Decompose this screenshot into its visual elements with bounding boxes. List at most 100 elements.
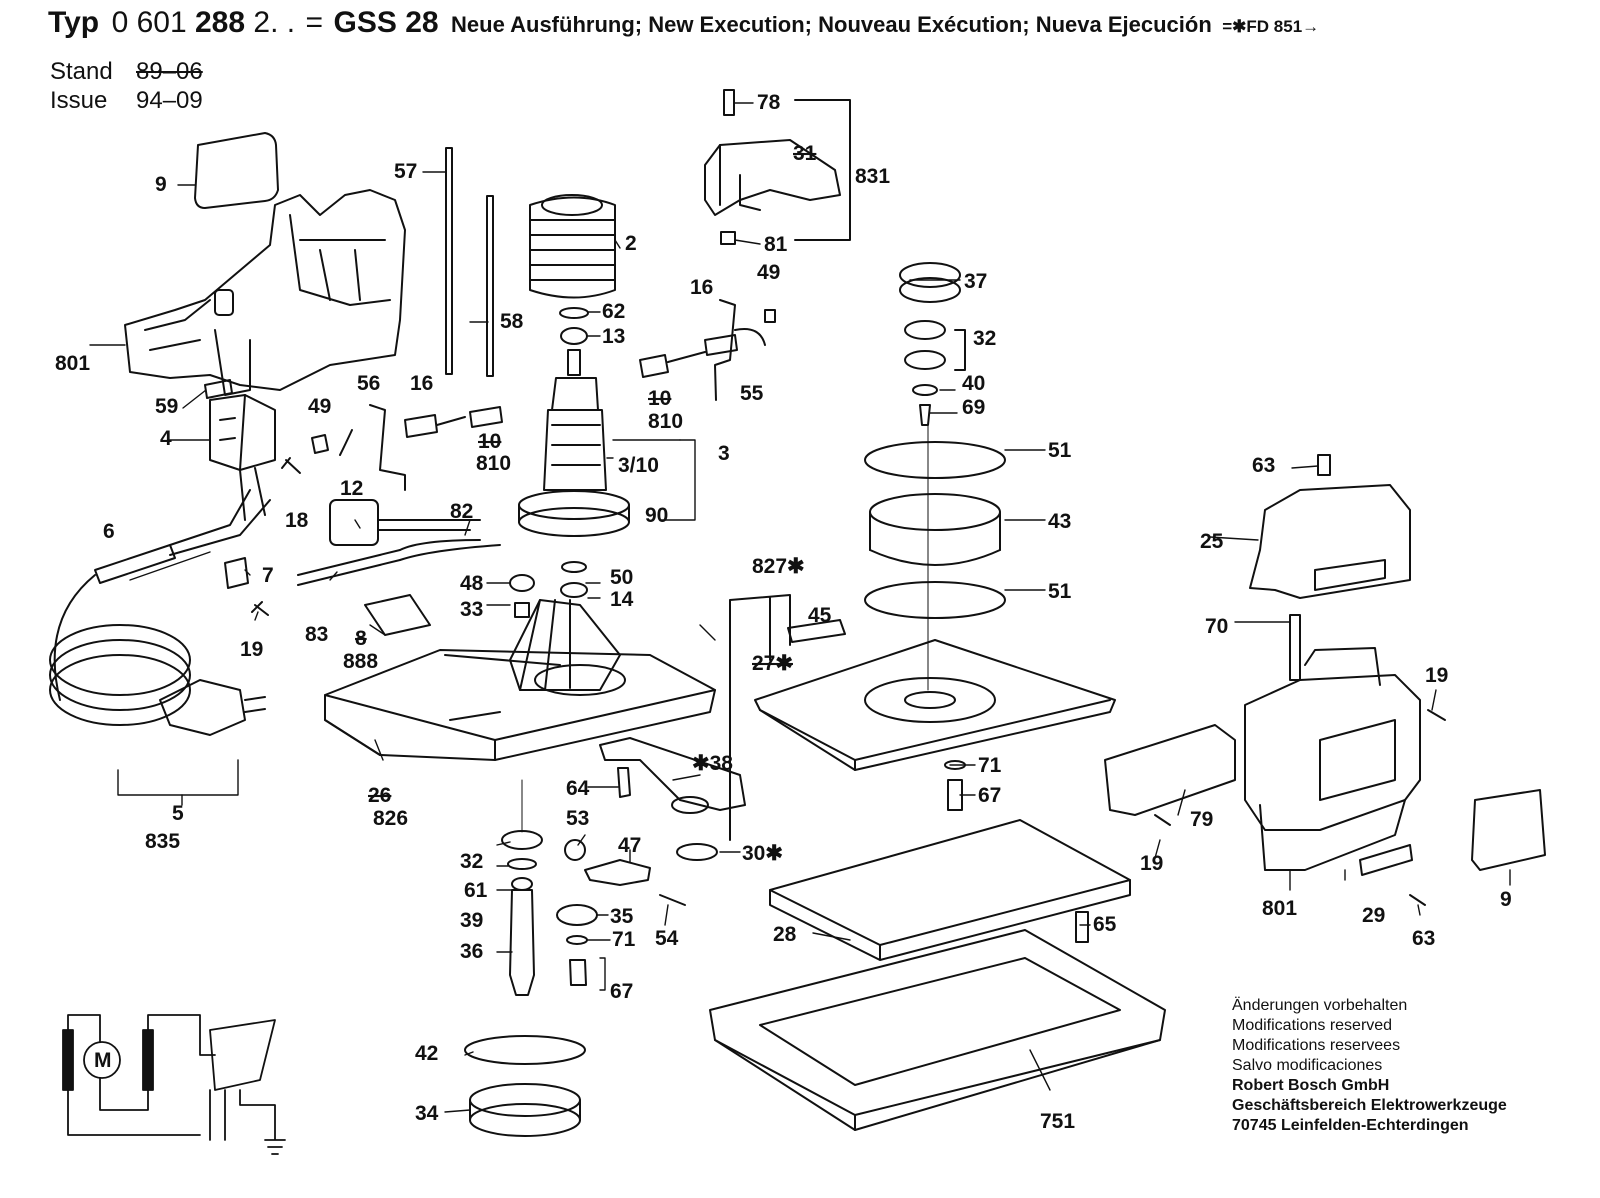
part-label-826: 826 bbox=[373, 807, 408, 830]
part-label-79: 79 bbox=[1190, 808, 1213, 831]
eccentric-hub bbox=[671, 796, 709, 814]
part-label-47: 47 bbox=[618, 834, 641, 857]
type-number-suffix: 2. . bbox=[245, 6, 296, 39]
clip-49-right bbox=[764, 309, 776, 323]
rod-57 bbox=[445, 147, 453, 375]
cover-79 bbox=[1104, 724, 1236, 816]
bearing-37 bbox=[899, 262, 961, 303]
part-label-10-upper: 10 bbox=[648, 387, 671, 410]
band-51-lower bbox=[864, 581, 1006, 619]
bush-33 bbox=[514, 602, 530, 618]
sanding-pad bbox=[769, 819, 1131, 961]
model-name: GSS 28 bbox=[333, 6, 439, 39]
issue-label: Issue bbox=[50, 87, 108, 114]
part-label-55: 55 bbox=[740, 382, 764, 405]
part-label-71-right: 71 bbox=[978, 754, 1002, 777]
note-line-de: Änderungen vorbehalten bbox=[1232, 997, 1408, 1014]
part-label-32-upper: 32 bbox=[973, 327, 996, 350]
part-label-49-right: 49 bbox=[757, 261, 780, 284]
part-label-49-left: 49 bbox=[308, 395, 331, 418]
screw-69 bbox=[919, 404, 931, 426]
part-label-16-left: 16 bbox=[410, 372, 433, 395]
page-header: Typ 0 601 288 2. . = GSS 28 Neue Ausführ… bbox=[48, 6, 1319, 40]
part-label-6: 6 bbox=[103, 520, 115, 543]
part-label-58: 58 bbox=[500, 310, 524, 333]
ring-39 bbox=[511, 877, 533, 891]
part-label-48: 48 bbox=[460, 572, 484, 595]
part-label-67-right: 67 bbox=[978, 784, 1001, 807]
issue-value: 94–09 bbox=[136, 87, 203, 114]
bearing-32-lower bbox=[501, 830, 543, 850]
part-label-63-top: 63 bbox=[1252, 454, 1275, 477]
shaft-36 bbox=[509, 889, 535, 996]
part-label-5: 5 bbox=[172, 802, 184, 825]
part-label-3: 3 bbox=[718, 442, 730, 465]
part-label-56: 56 bbox=[357, 372, 380, 395]
dust-ring-43 bbox=[869, 493, 1001, 566]
bearing-32-upper-a bbox=[904, 320, 946, 340]
washer-71-lower bbox=[566, 935, 588, 945]
belt-42 bbox=[464, 1035, 586, 1065]
capacitor bbox=[297, 499, 501, 586]
leader-lines bbox=[89, 102, 1511, 1113]
part-label-888: 888 bbox=[343, 650, 378, 673]
part-62-washer bbox=[559, 307, 589, 319]
lever-47 bbox=[584, 859, 651, 886]
part-label-64: 64 bbox=[566, 777, 590, 800]
part-label-51-upper: 51 bbox=[1048, 439, 1072, 462]
part-label-14: 14 bbox=[610, 588, 634, 611]
part-label-9-top: 9 bbox=[155, 173, 167, 196]
part-label-19-right-bottom: 19 bbox=[1140, 852, 1163, 875]
part-label-33: 33 bbox=[460, 598, 483, 621]
part-label-18: 18 bbox=[285, 509, 309, 532]
washer-40 bbox=[912, 384, 938, 396]
pulley-53 bbox=[564, 839, 586, 861]
part-label-835: 835 bbox=[145, 830, 180, 853]
equals-sign: = bbox=[305, 6, 324, 39]
part-label-831: 831 bbox=[855, 165, 890, 188]
type-label: Typ bbox=[48, 6, 100, 39]
washer-61 bbox=[507, 858, 537, 870]
screw-19-right-a bbox=[1154, 814, 1171, 826]
part-label-9-right: 9 bbox=[1500, 888, 1512, 911]
company-address: 70745 Leinfelden-Echterdingen bbox=[1232, 1117, 1469, 1134]
part-label-19-right-top: 19 bbox=[1425, 664, 1448, 687]
screw-70 bbox=[1289, 614, 1301, 681]
screw-19-left bbox=[251, 601, 269, 616]
part-label-12: 12 bbox=[340, 477, 363, 500]
part-label-4: 4 bbox=[160, 427, 172, 450]
company-division: Geschäftsbereich Elektrowerkzeuge bbox=[1232, 1097, 1507, 1114]
screw-63-top bbox=[1317, 454, 1331, 476]
base-frame bbox=[754, 639, 1116, 771]
part-label-27: 27✱ bbox=[752, 652, 793, 675]
note-line-en: Modifications reserved bbox=[1232, 1017, 1393, 1034]
part-label-70: 70 bbox=[1205, 615, 1228, 638]
part-label-2: 2 bbox=[625, 232, 637, 255]
part-label-42: 42 bbox=[415, 1042, 438, 1065]
stand-value: 89–06 bbox=[136, 58, 203, 85]
screw-78 bbox=[723, 89, 735, 116]
part-label-30: 30✱ bbox=[742, 842, 783, 865]
spring-wire-56 bbox=[339, 404, 406, 491]
bracket-831 bbox=[794, 99, 851, 241]
cover-25 bbox=[1249, 484, 1411, 599]
part-label-8: 8 bbox=[355, 627, 367, 650]
part-label-40: 40 bbox=[962, 372, 985, 395]
part-50-washer bbox=[561, 561, 587, 573]
company-name: Robert Bosch GmbH bbox=[1232, 1077, 1390, 1094]
part-label-59: 59 bbox=[155, 395, 178, 418]
part-label-19-left: 19 bbox=[240, 638, 263, 661]
ring-30 bbox=[676, 843, 718, 861]
sanding-frame bbox=[709, 929, 1166, 1131]
footer-notes: Änderungen vorbehalten Modifications res… bbox=[1232, 996, 1507, 1136]
part-label-801-left: 801 bbox=[55, 352, 90, 375]
part-label-32-lower: 32 bbox=[460, 850, 483, 873]
part-label-54: 54 bbox=[655, 927, 679, 950]
part-label-53: 53 bbox=[566, 807, 589, 830]
part-label-78: 78 bbox=[757, 91, 781, 114]
part-14-bearing bbox=[560, 582, 588, 598]
part-label-82: 82 bbox=[450, 500, 473, 523]
screw-65 bbox=[1075, 911, 1089, 943]
part-label-7: 7 bbox=[262, 564, 274, 587]
